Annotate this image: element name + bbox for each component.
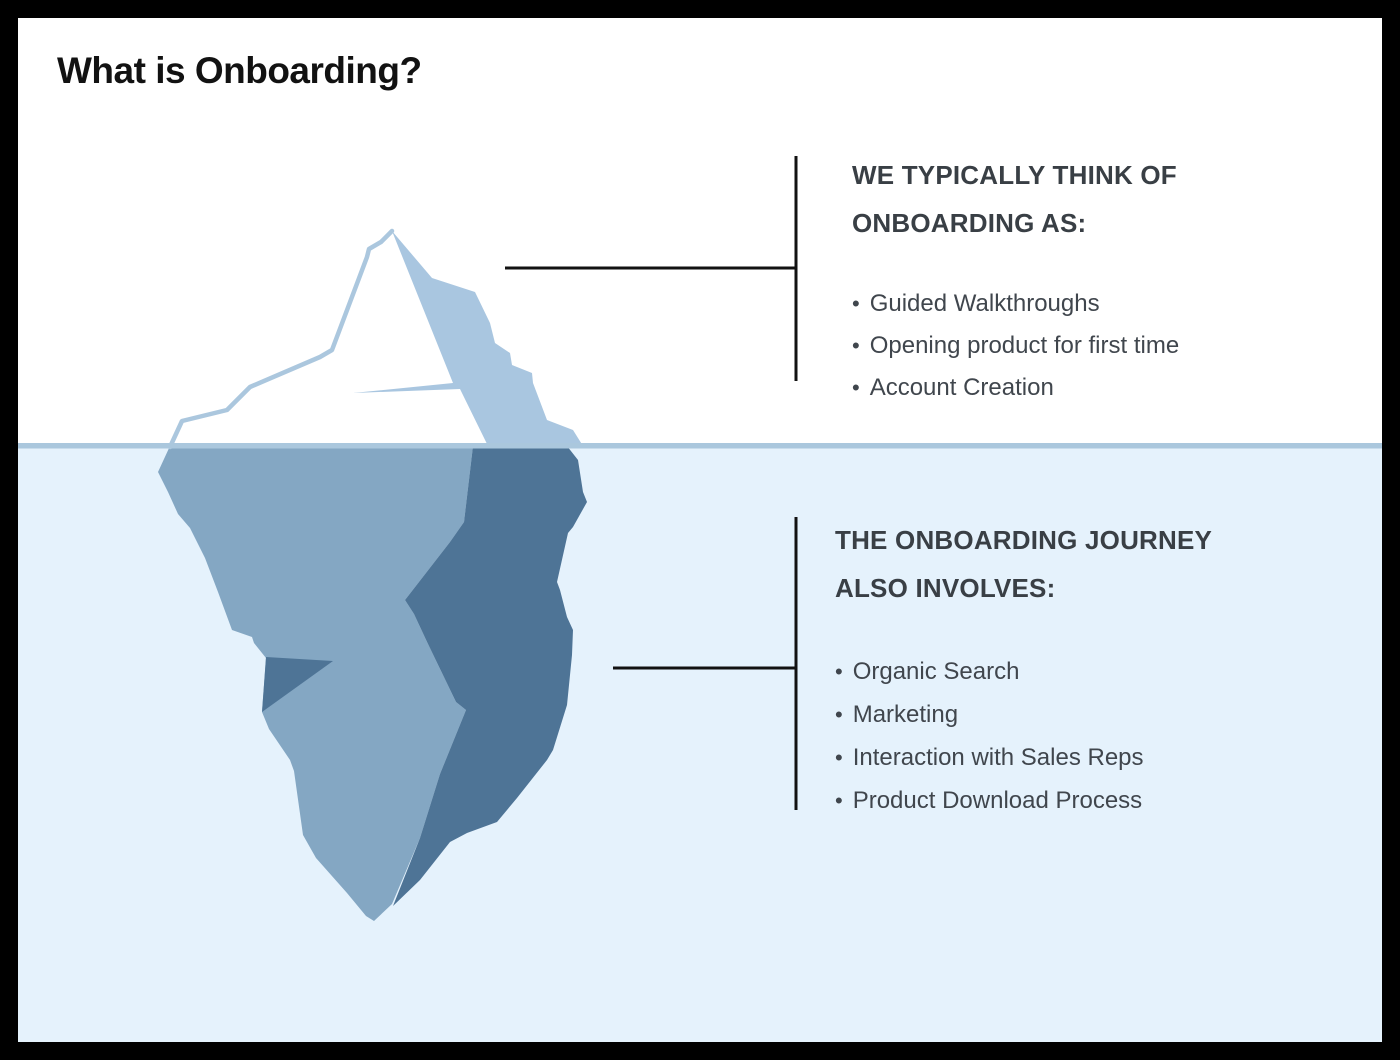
slide-canvas: What is Onboarding? WE TYPICALLY THINK O… [18,18,1382,1042]
callout-below-list: Organic Search Marketing Interaction wit… [835,650,1315,822]
callout-above-water: WE TYPICALLY THINK OF ONBOARDING AS: Gui… [852,151,1332,409]
list-item: Interaction with Sales Reps [835,736,1315,779]
callout-below-heading-line2: ALSO INVOLVES: [835,573,1056,603]
list-item: Account Creation [852,367,1332,409]
callout-above-heading: WE TYPICALLY THINK OF ONBOARDING AS: [852,151,1332,247]
iceberg-above-body [170,231,583,447]
list-item: Organic Search [835,650,1315,693]
iceberg-outline [167,228,395,450]
callout-above-list: Guided Walkthroughs Opening product for … [852,283,1332,409]
callout-below-heading-line1: THE ONBOARDING JOURNEY [835,525,1213,555]
iceberg-above-facet [353,231,583,446]
callout-below-water: THE ONBOARDING JOURNEY ALSO INVOLVES: Or… [835,516,1315,822]
page-title: What is Onboarding? [57,50,422,91]
list-item: Guided Walkthroughs [852,283,1332,325]
callout-above-heading-line2: ONBOARDING AS: [852,208,1087,238]
list-item: Marketing [835,693,1315,736]
list-item: Opening product for first time [852,325,1332,367]
callout-below-heading: THE ONBOARDING JOURNEY ALSO INVOLVES: [835,516,1315,612]
callout-above-heading-line1: WE TYPICALLY THINK OF [852,160,1177,190]
list-item: Product Download Process [835,779,1315,822]
